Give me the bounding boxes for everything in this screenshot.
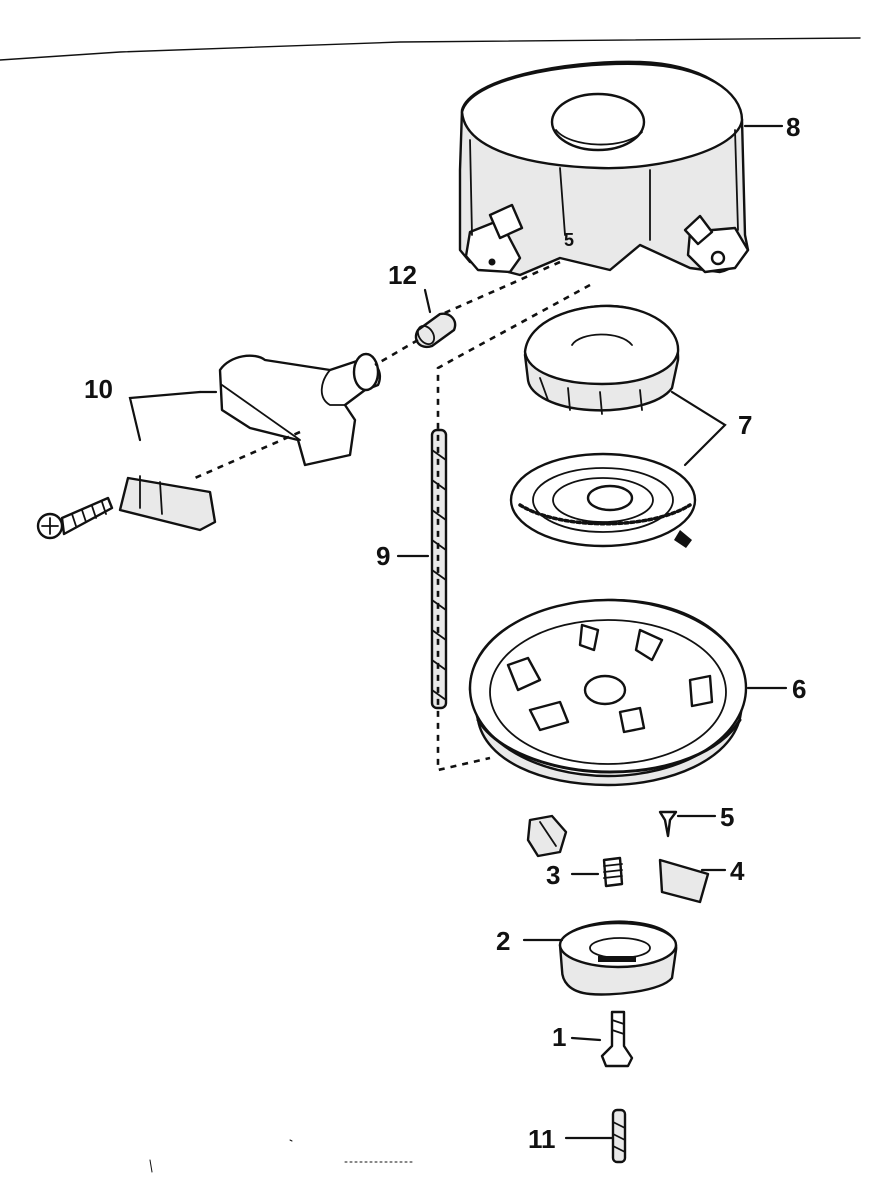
page-edge-line xyxy=(0,37,861,61)
part-6-rewind-pulley xyxy=(468,598,748,787)
callout-labels: 8 12 10 7 9 6 5 4 3 2 1 11 xyxy=(84,112,806,1154)
part-7-spring-cover xyxy=(523,304,680,415)
part-12-rope-bushing xyxy=(414,312,457,349)
callout-label-9: 9 xyxy=(376,541,390,571)
callout-label-6: 6 xyxy=(792,674,806,704)
part-7-recoil-spring xyxy=(509,452,697,548)
callout-label-1: 1 xyxy=(552,1022,566,1052)
callout-label-4: 4 xyxy=(730,856,745,886)
callout-label-2: 2 xyxy=(496,926,510,956)
callout-label-10: 10 xyxy=(84,374,113,404)
part-8-starter-housing: 5 xyxy=(458,60,750,277)
callout-label-11: 11 xyxy=(528,1124,556,1154)
housing-stamp-text: 5 xyxy=(564,230,574,250)
callout-label-8: 8 xyxy=(786,112,800,142)
handle-screw xyxy=(36,496,114,540)
callout-label-7: 7 xyxy=(738,410,752,440)
callout-label-5: 5 xyxy=(720,802,734,832)
part-10-starter-handle xyxy=(118,352,382,532)
scan-specks xyxy=(149,1139,413,1173)
part-1-center-screw xyxy=(600,1010,634,1068)
pawl-retainer-clip xyxy=(526,814,568,858)
callout-label-3: 3 xyxy=(546,860,560,890)
rope-path-lines xyxy=(194,260,591,772)
callout-leaders xyxy=(128,124,788,1140)
part-3-pawl-spring xyxy=(602,856,624,888)
part-4-pawl xyxy=(658,858,710,904)
part-11-screw xyxy=(611,1108,627,1164)
callout-label-12: 12 xyxy=(388,260,417,290)
part-5-pin xyxy=(658,810,678,838)
part-2-retainer-cup xyxy=(558,920,678,996)
